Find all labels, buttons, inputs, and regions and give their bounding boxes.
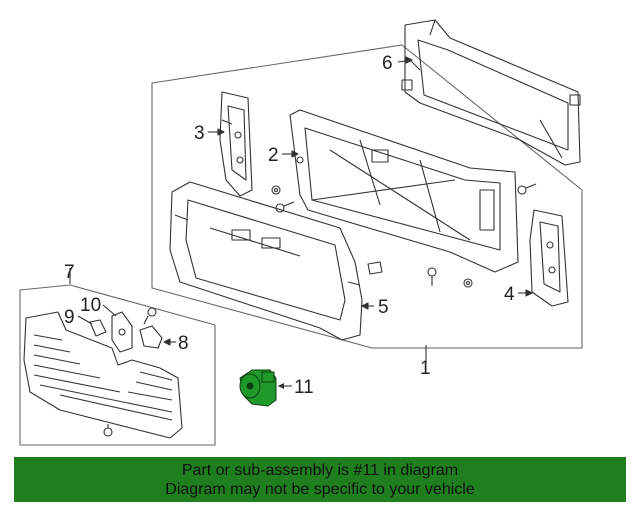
callout-11: 11 (294, 377, 314, 398)
part-9-clip (89, 319, 107, 337)
banner-line-2: Diagram may not be specific to your vehi… (165, 481, 475, 498)
part-6-frame (401, 19, 581, 166)
part-10-actuator (111, 311, 133, 353)
callout-7: 7 (64, 262, 75, 283)
leader-10 (102, 304, 117, 317)
callout-8: 8 (178, 333, 189, 354)
callout-3: 3 (194, 123, 205, 144)
callout-4: 4 (504, 284, 515, 305)
shutter-group-outline (19, 284, 216, 446)
parts-diagram: 1 2 3 4 5 6 7 8 9 10 11 (19, 19, 583, 446)
part-7-shutter (23, 311, 183, 439)
leader-9 (77, 315, 93, 325)
part-11-highlighted (239, 369, 277, 407)
callout-6: 6 (382, 53, 393, 74)
part-3-bracket (219, 91, 253, 197)
part-5-frame (169, 181, 363, 341)
fasteners (271, 183, 537, 288)
callout-9: 9 (64, 307, 75, 328)
callout-5: 5 (378, 297, 389, 318)
info-banner: Part or sub-assembly is #11 in diagram D… (14, 457, 626, 502)
part-4-bracket (529, 209, 569, 307)
assembly-outline (151, 44, 583, 349)
callout-2: 2 (268, 145, 279, 166)
callout-1: 1 (420, 358, 431, 379)
banner-line-1: Part or sub-assembly is #11 in diagram (181, 462, 459, 479)
part-8-clip (139, 307, 163, 349)
callout-10: 10 (80, 295, 101, 316)
part-2-frame (289, 109, 519, 273)
